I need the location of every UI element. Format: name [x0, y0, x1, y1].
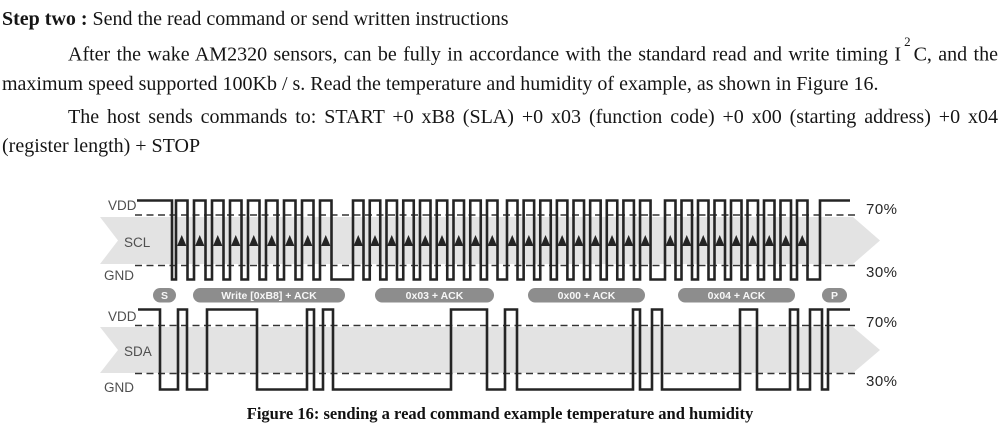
step-heading: Step two : Send the read command or send… [2, 5, 998, 34]
clock-edge-arrow-icon [540, 235, 551, 246]
stop-condition-pill-label: P [831, 290, 838, 302]
scl-vdd-label: VDD [108, 198, 137, 213]
clock-edge-arrow-icon [249, 235, 259, 246]
clock-edge-arrow-icon [487, 235, 497, 246]
byte-label-pill-label: 0x04 + ACK [708, 290, 766, 302]
start-condition-pill-label: S [161, 290, 168, 302]
superscript-2: 2 [904, 34, 911, 50]
sda-signal-band [100, 327, 880, 373]
clock-edge-arrow-icon [731, 235, 741, 246]
clock-edge-arrow-icon [353, 235, 363, 246]
scl-30pct-label: 30% [866, 264, 898, 281]
clock-edge-arrow-icon [195, 235, 205, 246]
clock-edge-arrow-icon [231, 235, 241, 246]
sda-70pct-label: 70% [866, 314, 898, 331]
clock-edge-arrow-icon [698, 235, 708, 246]
paragraph-intro: After the wake AM2320 sensors, can be fu… [2, 34, 998, 99]
intro-text-before-sup: After the wake AM2320 sensors, can be fu… [68, 44, 902, 67]
clock-edge-arrow-icon [177, 235, 187, 246]
clock-edge-arrow-icon [715, 235, 725, 246]
clock-edge-arrow-icon [267, 235, 277, 246]
clock-edge-arrow-icon [370, 235, 380, 246]
stop-condition-pill [822, 288, 847, 303]
clock-edge-arrow-icon [387, 235, 397, 246]
clock-edge-arrow-icon [781, 235, 791, 246]
clock-edge-arrow-icon [748, 235, 758, 246]
clock-edge-arrow-icon [665, 235, 675, 246]
figure-caption: Figure 16: sending a read command exampl… [246, 404, 754, 423]
clock-edge-arrow-icon [507, 235, 517, 246]
clock-edge-arrow-icon [640, 235, 650, 246]
clock-edge-arrow-icon [557, 235, 567, 246]
scl-waveform [137, 199, 850, 281]
clock-edge-arrow-icon [303, 235, 313, 246]
intro-text-after-sup: C, and the maximum speed supported 100Kb… [2, 44, 998, 96]
sda-gnd-label: GND [104, 380, 134, 395]
step-heading-bold: Step two : [2, 8, 88, 30]
clock-edge-arrow-icon [454, 235, 464, 246]
byte-label-pill [375, 288, 494, 303]
paragraph-command: The host sends commands to: START +0 xB8… [2, 105, 998, 158]
scl-signal-label: SCL [124, 235, 151, 250]
sda-waveform [138, 308, 850, 391]
byte-label-pill-label: 0x03 + ACK [406, 290, 464, 302]
clock-edge-arrow-icon [764, 235, 774, 246]
sda-30pct-label: 30% [866, 373, 898, 390]
clock-edge-arrow-icon [213, 235, 223, 246]
byte-label-pill-label: 0x00 + ACK [558, 290, 616, 302]
byte-label-pill [528, 288, 645, 303]
clock-edge-arrow-icon [403, 235, 414, 246]
clock-edge-arrow-icon [285, 235, 295, 246]
clock-edge-arrow-icon [797, 235, 807, 246]
clock-edge-arrow-icon [682, 235, 692, 246]
scl-gnd-label: GND [104, 268, 134, 283]
clock-edge-arrow-icon [590, 235, 601, 246]
clock-edge-arrow-icon [420, 235, 430, 246]
timing-diagram: S Write [0xB8] + ACK 0x03 + ACK 0x00 + ACK 0… [100, 198, 898, 395]
clock-edge-arrow-icon [574, 235, 584, 246]
byte-label-pill-label: Write [0xB8] + ACK [221, 290, 317, 302]
clock-edge-arrow-icon [437, 235, 447, 246]
body-text: Step two : Send the read command or send… [2, 5, 998, 162]
byte-label-pill [678, 288, 795, 303]
clock-edge-arrow-icon [321, 235, 331, 246]
clock-edge-arrow-icon [607, 235, 617, 246]
sda-vdd-label: VDD [108, 309, 137, 324]
step-heading-rest: Send the read command or send written in… [87, 8, 509, 30]
byte-label-pill [193, 288, 345, 303]
start-condition-pill [153, 288, 176, 303]
clock-edge-arrow-icon [524, 235, 534, 246]
clock-edge-arrow-icon [623, 235, 634, 246]
clock-edge-arrow-icon [470, 235, 481, 246]
scl-70pct-label: 70% [866, 201, 898, 218]
sda-signal-label: SDA [124, 344, 152, 359]
